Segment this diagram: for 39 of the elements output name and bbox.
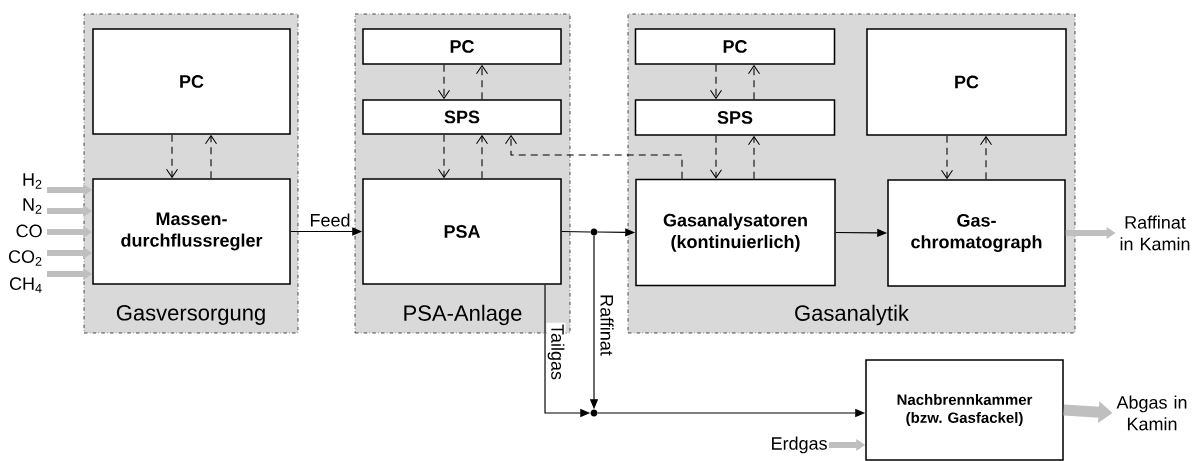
- signal-arrow: [476, 64, 489, 100]
- signal-arrow: [710, 64, 723, 100]
- process-box: SPS: [634, 99, 836, 136]
- process-box: PC: [866, 28, 1067, 136]
- edge-label: Feed: [308, 212, 352, 228]
- flow-line: [561, 230, 591, 233]
- stream-label: Erdgas: [772, 436, 827, 454]
- edge-label: Tailgas: [546, 322, 566, 382]
- signal-arrow: [438, 134, 451, 179]
- signal-arrow: [476, 134, 489, 179]
- process-box: Gas- chromatograph: [887, 179, 1066, 287]
- signal-arrow: [166, 134, 179, 179]
- signal-arrow: [979, 135, 993, 180]
- gas-label: CO: [16, 224, 42, 238]
- gas-label: N$_{2}$: [23, 198, 42, 214]
- process-box: PC: [634, 28, 836, 65]
- signal-arrow: [747, 64, 761, 100]
- signal-arrow: [205, 134, 218, 179]
- process-box: Nachbrennkammer (bzw. Gasfackel): [865, 359, 1064, 461]
- gas-label: CH$_{4}$: [9, 277, 42, 293]
- gas-label: CO$_{2}$: [8, 250, 42, 266]
- stream-label: Abgas in Kamin: [1116, 395, 1187, 431]
- signal-arrow: [710, 135, 723, 179]
- process-box: Gasanalysatoren (kontinuierlich): [635, 178, 836, 287]
- process-box: Massen- durchflussregler: [92, 178, 291, 285]
- signal-arrow: [940, 135, 954, 180]
- process-box: PC: [92, 28, 291, 135]
- signal-arrow: [438, 64, 451, 100]
- signal-arrow: [505, 134, 683, 180]
- panel-title: Gasversorgung: [116, 305, 265, 325]
- process-box: PSA: [362, 178, 562, 285]
- edge-label: Raffinat: [599, 292, 615, 357]
- panel-title: PSA-Anlage: [404, 304, 522, 326]
- gas-label: H$_{2}$: [23, 173, 42, 189]
- panel-title: Gasanalytik: [795, 304, 909, 326]
- stream-label: Raffinat in Kamin: [1120, 215, 1190, 251]
- signal-arrow: [747, 135, 761, 180]
- process-box: PC: [362, 28, 562, 65]
- process-box: SPS: [362, 99, 562, 135]
